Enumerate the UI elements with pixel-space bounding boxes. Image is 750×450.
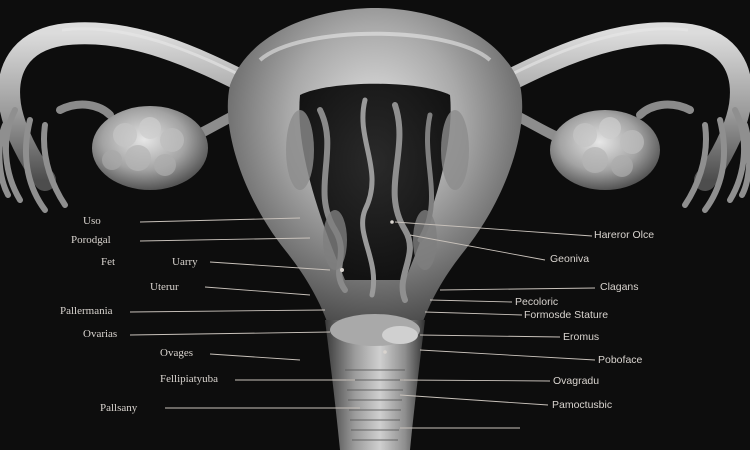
leader-ovages (209, 353, 301, 361)
leader-porodgal (139, 237, 311, 242)
leader-uso (139, 217, 301, 223)
right-leader-lines (394, 221, 596, 429)
right-fallopian-tube (489, 22, 750, 213)
anchor-dots (340, 220, 394, 354)
left-fallopian-tube (0, 22, 261, 213)
leader-ovarias (129, 331, 331, 336)
label-ovagradu: Ovagradu (553, 375, 600, 387)
leader-uarry (209, 261, 331, 271)
leader-harerot-olce (394, 221, 593, 237)
label-fellipiatyuba: Fellipiatyuba (160, 373, 219, 385)
uterus-body (227, 8, 523, 330)
leader-ovagradu (399, 379, 551, 382)
label-porodgal: Porodgal (71, 234, 111, 246)
label-geoniva: Geoniva (550, 253, 590, 265)
leader-eromus (419, 334, 561, 338)
leader-uterur (204, 286, 311, 296)
vaginal-canal (325, 314, 425, 450)
label-uterur: Uterur (150, 281, 179, 293)
label-formosde-stature: Formosde Stature (524, 309, 609, 321)
label-pallermania: Pallermania (60, 305, 113, 317)
label-pacolorie: Pecoloric (515, 296, 559, 308)
label-clagans: Clagans (600, 281, 639, 293)
label-uarry: Uarry (172, 256, 198, 268)
label-eromus: Eromus (563, 331, 600, 343)
label-pallsany: Pallsany (100, 402, 138, 414)
left-ovary (92, 106, 208, 190)
leader-pacolorie (429, 299, 513, 303)
label-fet: Fet (101, 256, 116, 268)
left-leader-lines (129, 217, 360, 409)
leader-pallermania (129, 309, 326, 313)
label-pamoctusbic: Pamoctusbic (552, 399, 613, 411)
label-ovarias: Ovarias (83, 328, 118, 340)
label-ovages: Ovages (160, 347, 193, 359)
leader-clagans (439, 287, 596, 291)
leader-poboface (419, 349, 596, 361)
label-poboface: Poboface (598, 354, 643, 366)
label-uso: Uso (83, 215, 101, 227)
leader-pamoctusbic (399, 394, 549, 406)
leader-geoniva (409, 234, 546, 261)
right-ovary (550, 110, 660, 190)
leader-formosde-stature (424, 311, 523, 316)
label-harerot-olce: Hareror Olce (594, 229, 655, 241)
